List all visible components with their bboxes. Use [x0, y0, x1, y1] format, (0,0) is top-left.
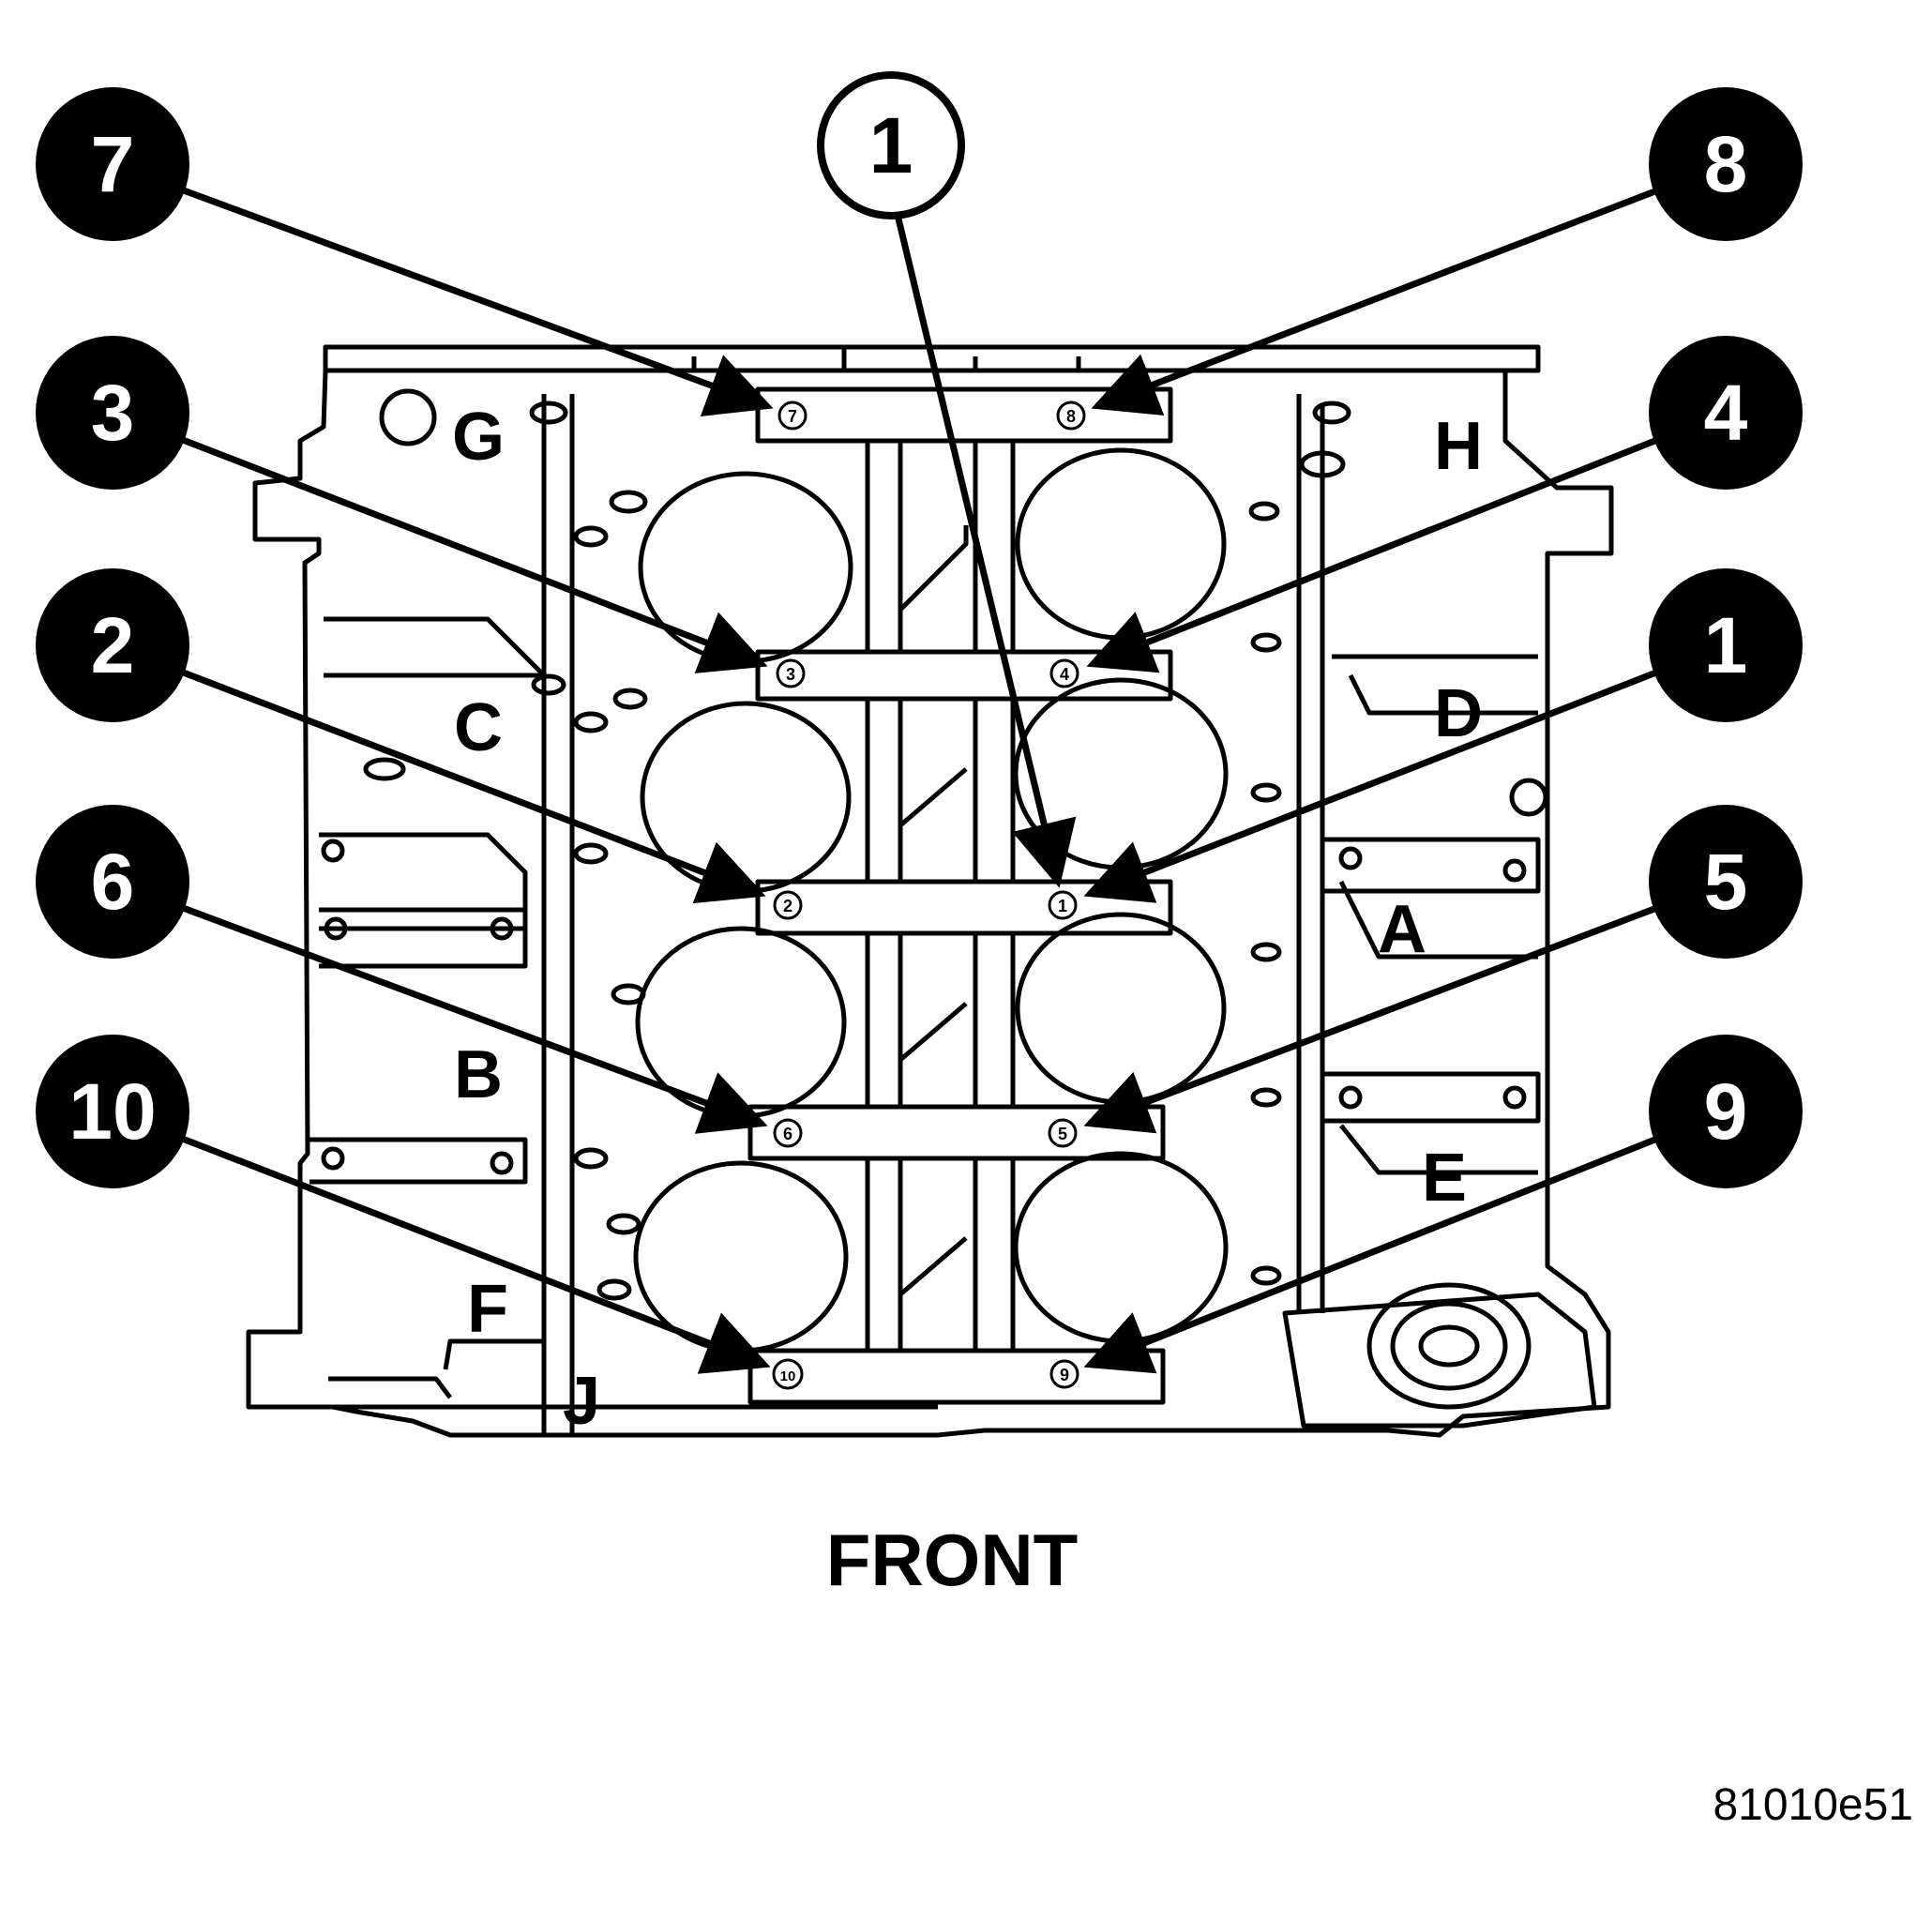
callout-9: 9 [1649, 1035, 1803, 1188]
bolt-tag-6: 6 [773, 1118, 803, 1148]
svg-text:9: 9 [1060, 1366, 1069, 1384]
zone-letter-f: F [467, 1272, 508, 1347]
svg-text:8: 8 [1704, 120, 1748, 208]
zone-letter-b: B [454, 1037, 503, 1112]
zone-letter-d: D [1434, 676, 1483, 751]
callout-4: 4 [1649, 336, 1803, 490]
svg-text:7: 7 [91, 120, 135, 208]
figure-id: 81010e51 [1713, 1780, 1913, 1830]
svg-text:4: 4 [1060, 665, 1069, 684]
svg-text:6: 6 [783, 1125, 792, 1143]
callout-3: 3 [36, 336, 189, 490]
svg-text:5: 5 [1704, 838, 1748, 926]
svg-text:1: 1 [869, 101, 913, 189]
bolt-tag-10: 10 [772, 1358, 804, 1390]
zone-letter-h: H [1434, 409, 1483, 484]
svg-text:7: 7 [788, 407, 797, 426]
svg-text:8: 8 [1066, 407, 1076, 426]
svg-text:4: 4 [1704, 369, 1748, 457]
svg-text:10: 10 [68, 1067, 156, 1156]
bolt-tag-5: 5 [1048, 1118, 1078, 1148]
bolt-tag-1: 1 [1048, 890, 1078, 920]
svg-text:1: 1 [1058, 897, 1067, 915]
engine-block-drawing [246, 344, 1614, 1438]
svg-text:2: 2 [783, 897, 792, 915]
leader-lines [111, 160, 1728, 1374]
callout-6: 6 [36, 805, 189, 959]
callout-8: 8 [1649, 87, 1803, 241]
zone-letters: G H C D A B E F J [452, 400, 1483, 1439]
callout-1-white: 1 [817, 71, 965, 219]
svg-text:10: 10 [780, 1368, 796, 1384]
callout-7: 7 [36, 87, 189, 241]
callout-1-black: 1 [1649, 568, 1803, 722]
svg-text:5: 5 [1058, 1125, 1067, 1143]
zone-letter-e: E [1422, 1141, 1467, 1216]
bolt-tag-4: 4 [1049, 658, 1079, 688]
bolt-tag-3: 3 [776, 658, 806, 688]
zone-letter-a: A [1378, 892, 1426, 967]
svg-text:2: 2 [91, 601, 135, 689]
black-callouts: 7 3 2 6 10 8 4 1 5 9 [36, 87, 1803, 1188]
zone-letter-j: J [563, 1364, 600, 1439]
bolt-tags: 7 8 3 4 2 1 6 5 10 9 [772, 401, 1086, 1390]
svg-text:6: 6 [91, 838, 135, 926]
svg-text:3: 3 [786, 665, 795, 684]
svg-text:1: 1 [1704, 601, 1748, 689]
callout-5: 5 [1649, 805, 1803, 959]
callout-10: 10 [36, 1035, 189, 1188]
bolt-tag-2: 2 [773, 890, 803, 920]
bolt-tag-9: 9 [1049, 1359, 1079, 1389]
callout-2: 2 [36, 568, 189, 722]
svg-text:3: 3 [91, 369, 135, 457]
bolt-tag-8: 8 [1056, 401, 1086, 431]
bolt-tag-7: 7 [777, 401, 808, 431]
zone-letter-g: G [452, 400, 505, 475]
front-caption: FRONT [826, 1519, 1079, 1601]
zone-letter-c: C [454, 690, 503, 765]
svg-text:9: 9 [1704, 1067, 1748, 1156]
